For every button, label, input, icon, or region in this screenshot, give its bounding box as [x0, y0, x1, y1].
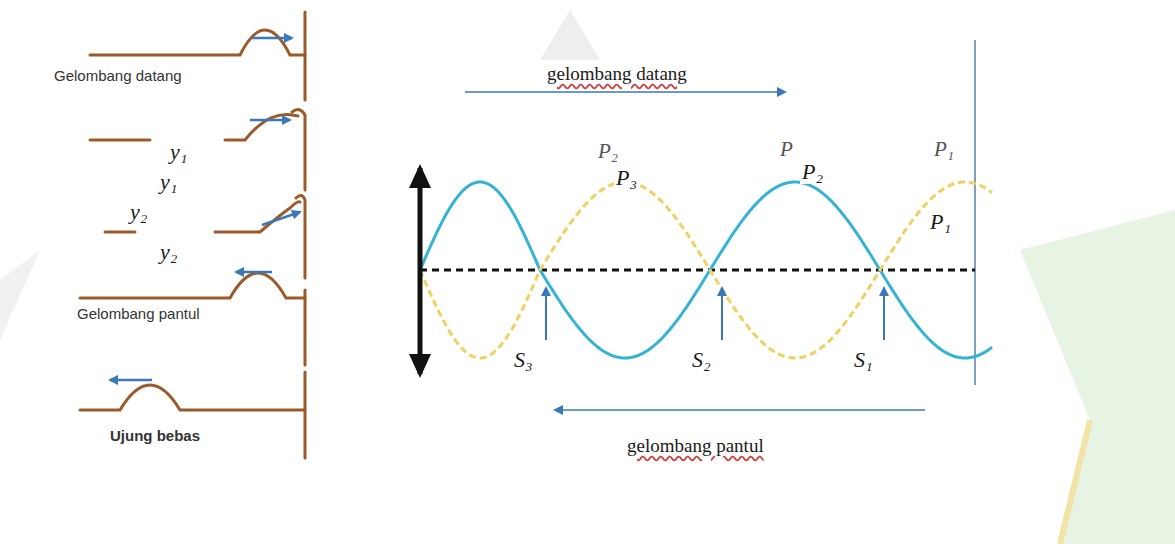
node-label: S₂ — [690, 348, 713, 372]
direction-label: gelombang pantul — [625, 436, 766, 457]
antinode-label: P₃ — [614, 166, 639, 190]
antinode-label: P₂ — [596, 140, 620, 163]
axis-line — [420, 269, 975, 272]
displacement-label: y₂ — [158, 240, 179, 264]
reflected-direction-arrow — [555, 409, 925, 411]
direction-arrow — [110, 38, 300, 380]
amplitude-arrow — [418, 168, 423, 374]
reflector-line — [974, 40, 976, 385]
end-caption: Ujung bebas — [108, 428, 202, 445]
pulse-caption: Gelombang datang — [52, 68, 184, 85]
watermark — [0, 10, 1175, 544]
displacement-label: y₁ — [158, 170, 179, 194]
displacement-label: y₂ — [128, 200, 149, 224]
antinode-label: P — [778, 138, 795, 161]
reflected-wave — [420, 182, 992, 358]
antinode-label: P₁ — [928, 210, 953, 234]
antinode-label: P₁ — [932, 138, 956, 161]
incident-direction-arrow — [465, 91, 785, 93]
antinode-label: P₂ — [800, 160, 825, 184]
direction-label: gelombang datang — [545, 64, 689, 85]
pulse-caption: Gelombang pantul — [75, 306, 202, 323]
node-pointer — [546, 288, 884, 340]
node-label: S₁ — [852, 348, 875, 372]
node-label: S₃ — [512, 348, 535, 372]
displacement-label: y₁ — [168, 140, 189, 164]
incident-wave — [420, 182, 992, 358]
